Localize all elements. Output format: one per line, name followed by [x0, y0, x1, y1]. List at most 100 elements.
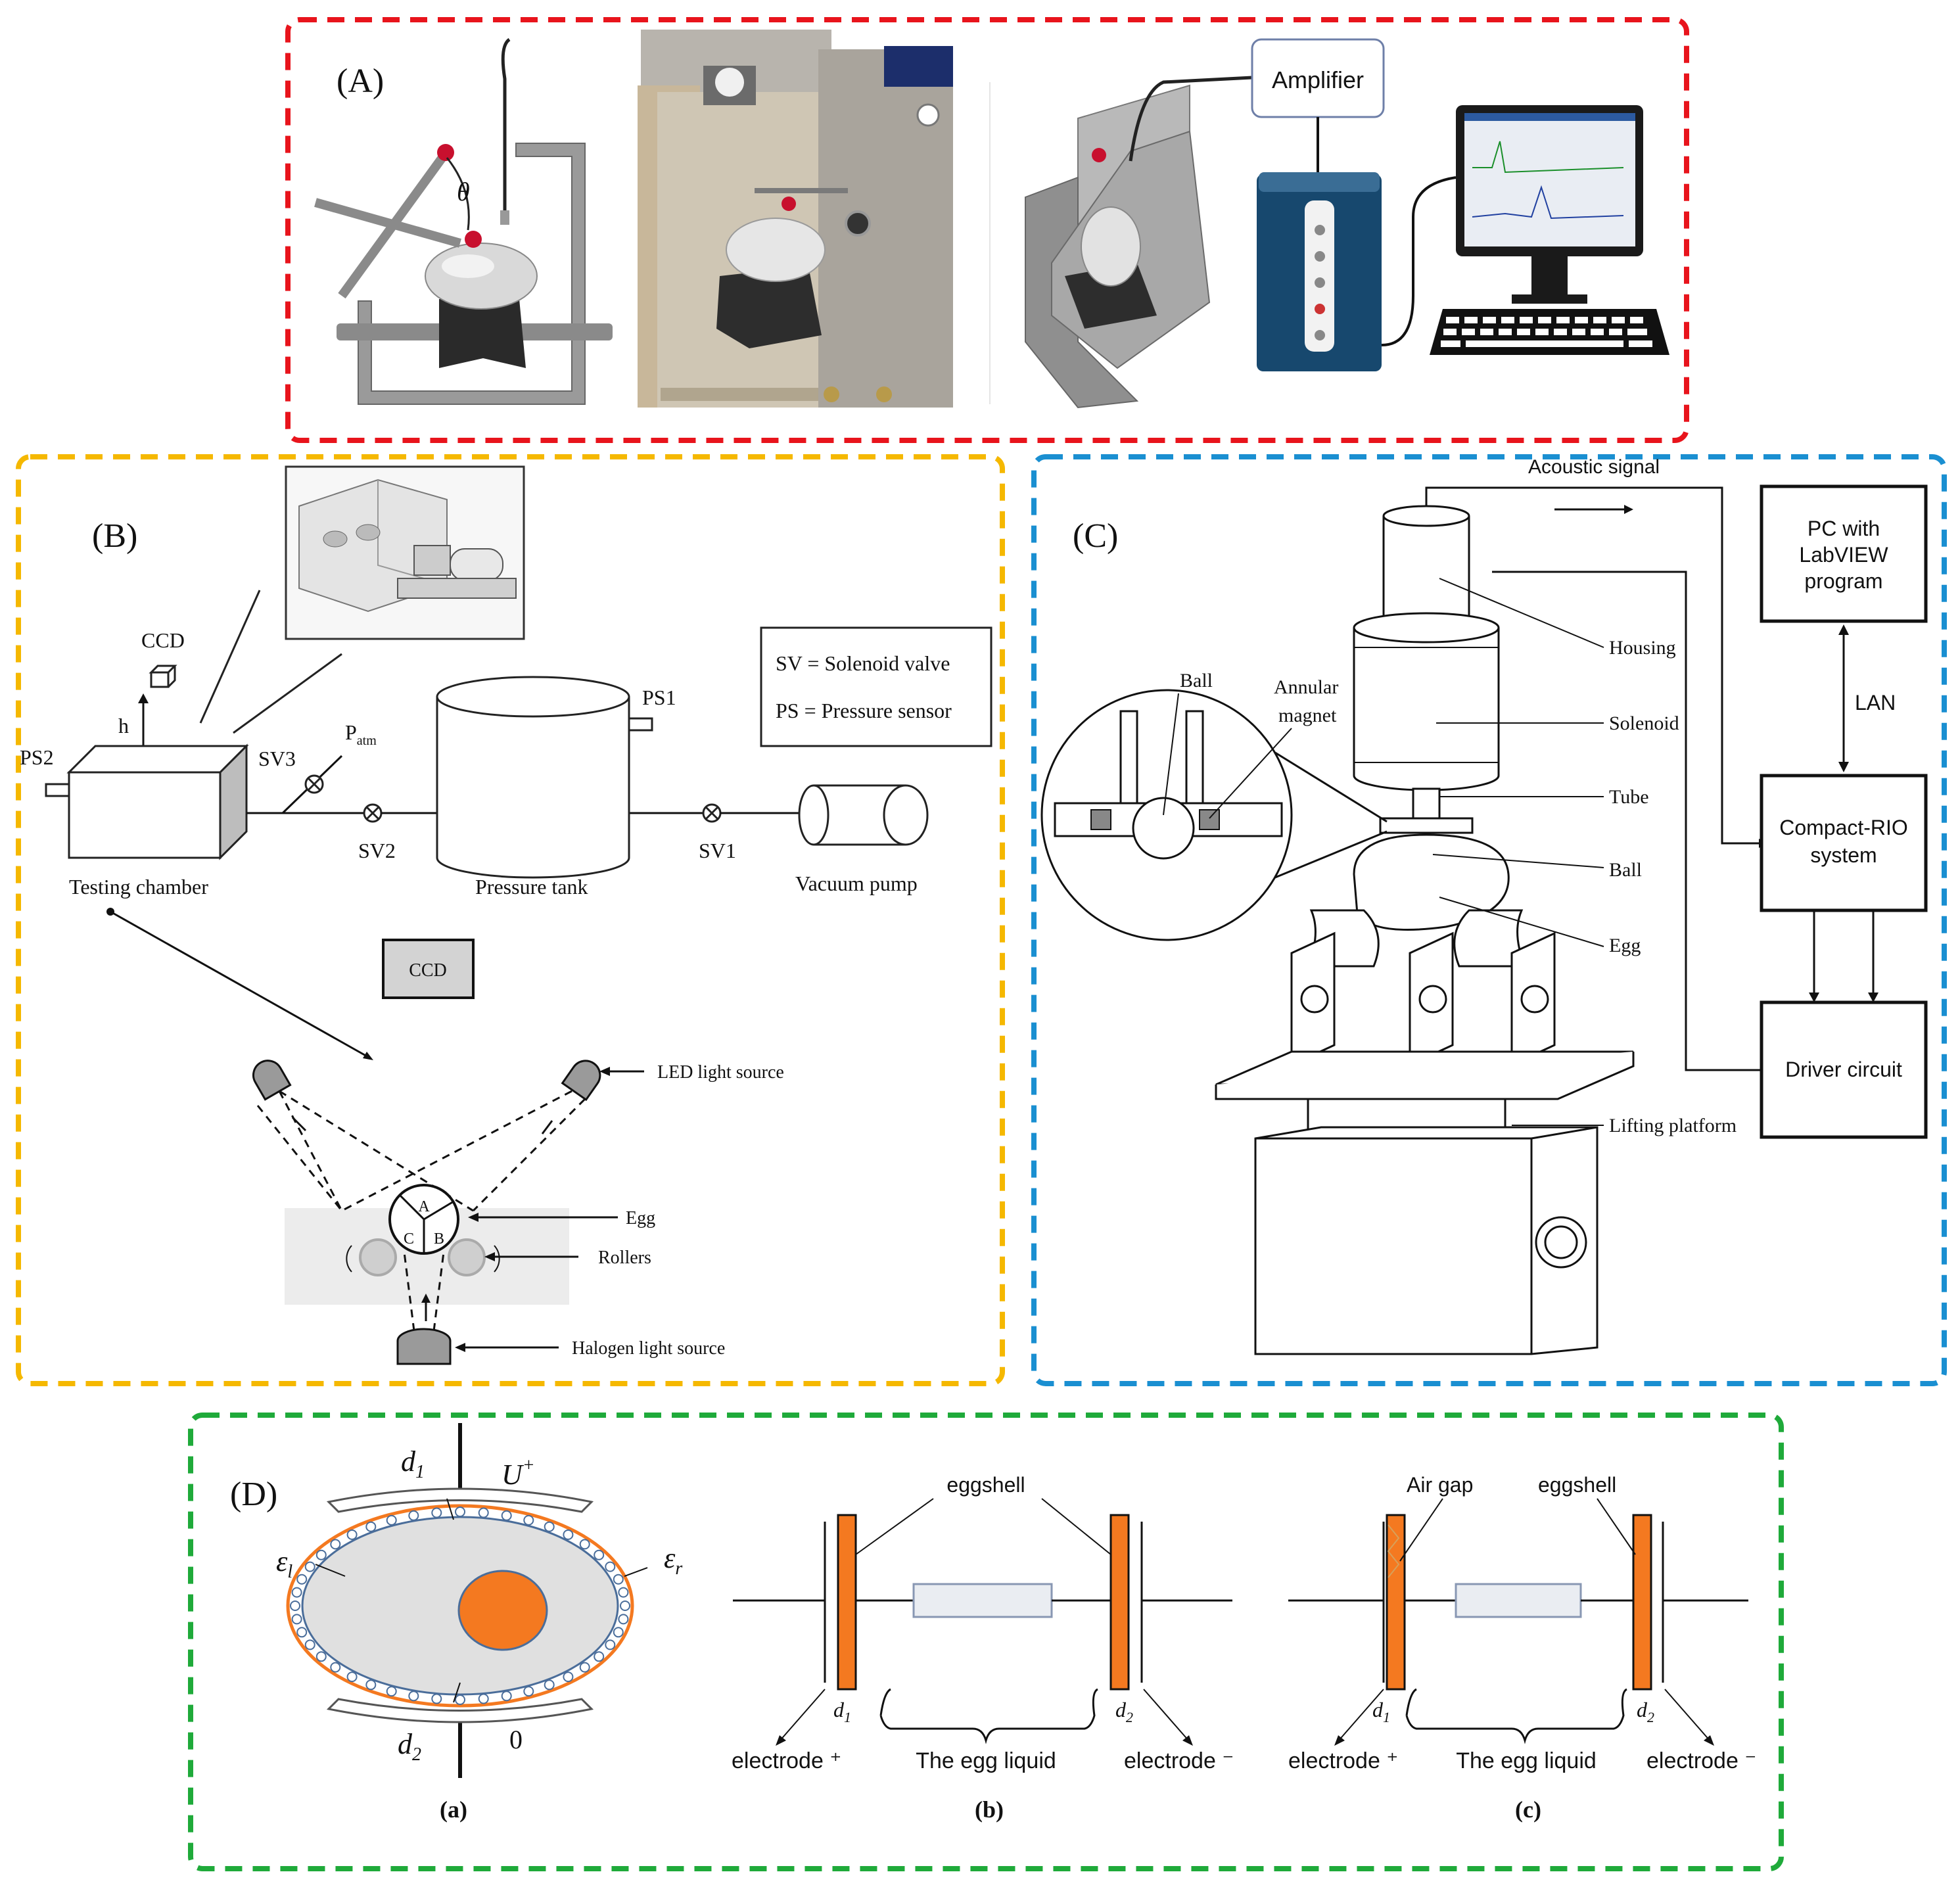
- shell-pore: [296, 1574, 308, 1585]
- egg-liquid-resistor-c: [1455, 1583, 1582, 1618]
- d2-c-label: d2: [1637, 1698, 1654, 1725]
- ball-label: Ball: [1609, 859, 1642, 881]
- control-blocks: PC with LabVIEW program LAN Compact-RIO …: [1760, 484, 1928, 1139]
- ball-magnet-inset: Ball Annular magnet: [1040, 670, 1388, 941]
- shell-pore: [296, 1627, 308, 1638]
- pc-labview-box: [1760, 484, 1928, 623]
- shell-pore: [386, 1514, 397, 1526]
- egg-stand: [1215, 833, 1635, 1355]
- shell-pore: [563, 1529, 574, 1540]
- shell-pore: [431, 1507, 442, 1518]
- shell-pore: [594, 1549, 605, 1560]
- eggshell-b-label: eggshell: [946, 1473, 1025, 1497]
- driver-label: Driver circuit: [1785, 1058, 1902, 1081]
- solenoid-label: Solenoid: [1609, 713, 1679, 734]
- u-plus-label: U+: [502, 1455, 535, 1491]
- annular-magnet-label-2: magnet: [1278, 705, 1337, 726]
- panel-a-border: [285, 17, 1689, 443]
- egg-seg-c: C: [404, 1230, 414, 1248]
- panel-c: (C) Acoustic signal: [1040, 456, 1928, 1355]
- shell-pore: [455, 1694, 465, 1705]
- inset-ball-label: Ball: [1180, 670, 1213, 691]
- lifting-platform-label: Lifting platform: [1609, 1115, 1737, 1136]
- shell-pore: [291, 1587, 302, 1598]
- pc-label-3: program: [1804, 569, 1882, 593]
- shell-pore: [346, 1671, 358, 1683]
- shell-pore: [579, 1539, 590, 1550]
- egg-yolk: [457, 1570, 548, 1651]
- ccd-camera-top: CCD h: [118, 628, 185, 761]
- shell-pore: [613, 1627, 624, 1638]
- shell-pore: [290, 1601, 300, 1611]
- housing-label: Housing: [1609, 637, 1676, 659]
- shell-pore: [563, 1671, 574, 1683]
- crio-label-2: system: [1810, 843, 1877, 867]
- shell-pore: [304, 1561, 315, 1572]
- electrode-minus-c: electrode ⁻: [1646, 1748, 1756, 1773]
- ps2-label: PS2: [20, 745, 54, 769]
- panel-d: (D) d1 U+ εl εr d2 0 (a): [230, 1423, 1756, 1823]
- shell-pore: [478, 1693, 489, 1704]
- egg-c-label: Egg: [1609, 935, 1641, 956]
- acoustic-signal-label: Acoustic signal: [1528, 456, 1660, 478]
- testing-chamber: PS2 Testing chamber: [20, 743, 249, 899]
- d1-c-label: d1: [1372, 1698, 1390, 1725]
- panel-c-border: [1031, 454, 1947, 1386]
- d2-b-label: d2: [1115, 1698, 1133, 1725]
- shell-pore: [346, 1529, 358, 1540]
- shell-pore: [431, 1693, 442, 1704]
- shell-pore: [408, 1691, 419, 1702]
- d1-b-label: d1: [833, 1698, 851, 1725]
- testing-chamber-label: Testing chamber: [69, 875, 208, 899]
- shell-pore: [605, 1639, 616, 1650]
- shell-pore: [478, 1507, 489, 1518]
- amplifier-label: Amplifier: [1272, 66, 1364, 93]
- ccd-box-label: CCD: [409, 960, 447, 981]
- pc-label-2: LabVIEW: [1799, 543, 1888, 567]
- air-gap-label: Air gap: [1407, 1473, 1473, 1497]
- caption-c: (c): [1515, 1796, 1541, 1823]
- shell-pore: [365, 1521, 377, 1532]
- pressure-tank: PS1 Pressure tank: [436, 676, 676, 899]
- compact-rio-box: [1760, 774, 1928, 912]
- vacuum-pump: Vacuum pump: [795, 784, 929, 895]
- d2-a-label: d2: [398, 1728, 421, 1765]
- legend-ps: PS = Pressure sensor: [776, 699, 952, 722]
- shell-pore: [330, 1539, 341, 1550]
- shell-pore: [291, 1614, 302, 1625]
- rollers-label: Rollers: [598, 1248, 651, 1268]
- roller-right: [448, 1238, 486, 1276]
- shell-pore: [501, 1510, 512, 1521]
- shell-pore: [613, 1574, 624, 1585]
- egg-seg-a: A: [418, 1198, 430, 1215]
- shell-pore: [365, 1679, 377, 1691]
- impact-rig-sketch: θ: [314, 37, 613, 405]
- lan-label: LAN: [1855, 691, 1896, 714]
- legend-sv: SV = Solenoid valve: [776, 651, 950, 675]
- cad-render: [989, 76, 1253, 409]
- keyboard-keys: [1441, 317, 1652, 347]
- patm-label: Patm: [345, 720, 377, 748]
- electrode-plus-b: electrode ⁺: [732, 1748, 841, 1773]
- vacuum-pump-label: Vacuum pump: [795, 872, 918, 895]
- shell-pore: [408, 1510, 419, 1521]
- ps1-label: PS1: [642, 686, 676, 709]
- shell-pore: [386, 1686, 397, 1697]
- panel-b-border: [16, 454, 1005, 1386]
- part-labels: Housing Solenoid Tube Ball Egg Lifting p…: [1432, 578, 1737, 1136]
- egg-liquid-resistor-b: [912, 1583, 1053, 1618]
- amplifier-box: Amplifier: [1251, 38, 1385, 177]
- pc-label-1: PC with: [1808, 517, 1880, 540]
- daq-device: [1257, 172, 1457, 371]
- vacuum-pipeline: SV3 Patm SV2 SV1: [246, 720, 799, 862]
- shell-pore: [618, 1614, 629, 1625]
- egg-section: A C B: [388, 1184, 459, 1255]
- computer-monitor: [1430, 105, 1669, 355]
- shell-pore: [544, 1679, 555, 1691]
- shell-pore: [330, 1662, 341, 1673]
- shell-pore: [523, 1686, 534, 1697]
- shell-pore: [605, 1561, 616, 1572]
- eps-r-label: εr: [664, 1542, 682, 1579]
- led-label: LED light source: [657, 1062, 784, 1083]
